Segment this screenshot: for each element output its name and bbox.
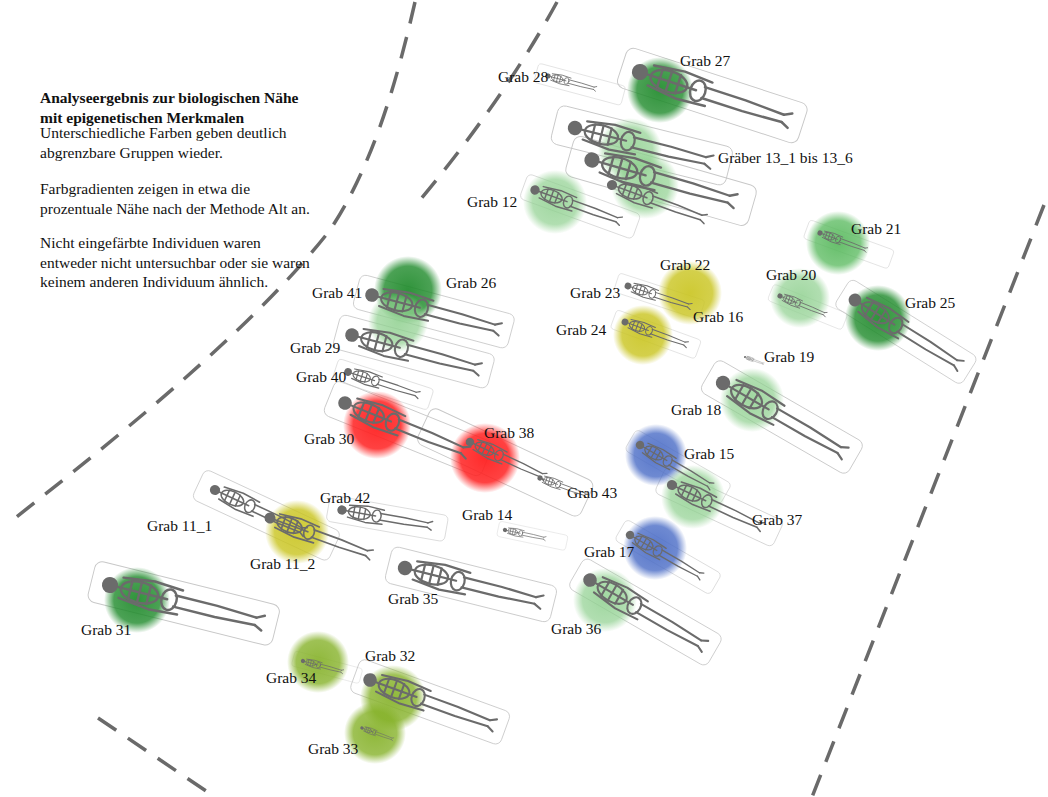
grave-label: Grab 15: [684, 445, 734, 463]
grave-label: Grab 11_2: [250, 555, 315, 573]
excavation-boundary: [10, 2, 1044, 797]
note-text: Unterschiedliche Farben geben deutlich a…: [40, 123, 315, 162]
grave-label: Grab 32: [365, 647, 415, 665]
grave-label: Grab 25: [905, 294, 955, 312]
grave-label: Grab 17: [584, 543, 634, 561]
grave-label: Grab 24: [556, 321, 606, 339]
note-text: Nicht eingefärbte Individuen waren entwe…: [40, 233, 315, 292]
grave-label: Grab 42: [320, 489, 370, 507]
grave-label: Grab 23: [570, 284, 620, 302]
grave-label: Grab 11_1: [147, 517, 212, 535]
grave-label: Grab 18: [671, 401, 721, 419]
grave-label: Grab 38: [484, 424, 534, 442]
grave-label: Grab 27: [680, 52, 730, 70]
note-text: Farbgradienten zeigen in etwa die prozen…: [40, 179, 315, 218]
map-title: Analyseergebnis zur biologischen Nähe mi…: [40, 88, 302, 127]
grave-label: Grab 37: [752, 511, 802, 529]
grave-label: Grab 30: [304, 430, 354, 448]
grave-label: Grab 34: [266, 669, 316, 687]
grave-label: Grab 36: [551, 620, 601, 638]
grave-label: Gräber 13_1 bis 13_6: [718, 149, 853, 167]
grave-label: Grab 40: [296, 368, 346, 386]
grave-label: Grab 41: [312, 284, 362, 302]
skeletons: [99, 56, 967, 742]
grave-label: Grab 20: [766, 266, 816, 284]
grave-label: Grab 12: [467, 193, 517, 211]
grave-label: Grab 26: [446, 274, 496, 292]
grave-label: Grab 21: [851, 220, 901, 238]
grave-label: Grab 33: [308, 740, 358, 758]
grave-label: Grab 19: [764, 348, 814, 366]
grave-label: Grab 31: [81, 621, 131, 639]
grave-label: Grab 22: [660, 256, 710, 274]
grave-label: Grab 35: [388, 590, 438, 608]
grave-label: Grab 28: [498, 68, 548, 86]
grave-label: Grab 16: [693, 308, 743, 326]
color-groups: [104, 57, 911, 764]
grave-label: Grab 14: [462, 506, 512, 524]
grave-label: Grab 29: [290, 339, 340, 357]
grave-label: Grab 43: [567, 484, 617, 502]
